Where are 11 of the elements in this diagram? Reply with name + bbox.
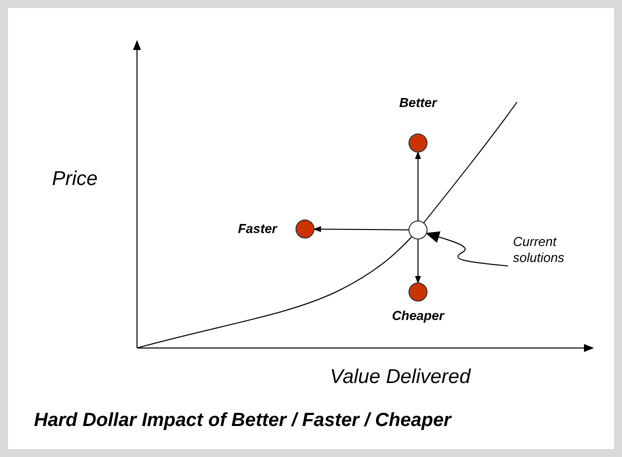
point-label: Better [399, 95, 437, 110]
arrow [313, 226, 410, 232]
point-label: Cheaper [392, 308, 444, 323]
arrow [415, 151, 421, 222]
axis-label: Value Delivered [330, 366, 470, 389]
arrow [415, 238, 421, 284]
leader-arrow [425, 231, 508, 266]
caption: Hard Dollar Impact of Better / Faster / Cheaper [34, 410, 452, 432]
point-label: Faster [238, 221, 277, 236]
callout-text: Current solutions [513, 234, 566, 266]
axis-label: Price [52, 168, 98, 191]
